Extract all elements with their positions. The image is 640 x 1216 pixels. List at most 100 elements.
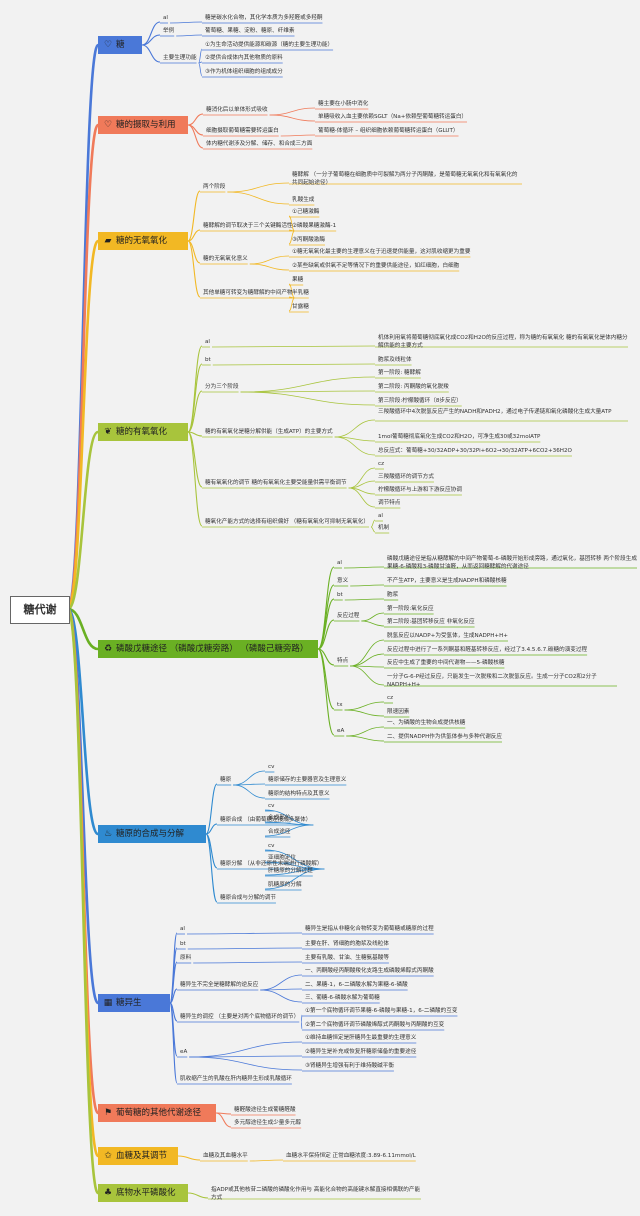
subtopic-node[interactable]: ③作为机体组织细胞的组成成分 — [205, 69, 283, 75]
subtopic-node[interactable]: 二、提供NADPH作为供氢体参与多种代谢反应 — [387, 734, 502, 740]
topic-node[interactable]: 糖醛酸途径生成葡糖醛酸 — [234, 1107, 296, 1113]
subtopic-node[interactable]: 第一阶段: 糖酵解 — [378, 370, 421, 376]
topic-node[interactable]: al — [163, 15, 168, 21]
topic-node[interactable]: bt — [337, 592, 343, 598]
topic-node[interactable]: 其他单糖可转变为糖酵解的中间产物 — [203, 290, 293, 296]
topic-node[interactable]: 指ADP或其他核苷二磷酸的磷酸化作用与 高能化合物的高能键水解直接相偶联的产能方… — [211, 1187, 421, 1201]
topic-node[interactable]: bt — [205, 357, 211, 363]
subtopic-node[interactable]: 一分子G-6-P经过反应，只能发生一次脱羧和二次脱氢反应。生成一分子CO2和2分… — [387, 674, 597, 688]
topic-node[interactable]: al — [205, 339, 210, 345]
subtopic-node[interactable]: 糖酵解 （一分子葡萄糖在细胞质中可裂解为两分子丙酮酸，是葡萄糖无氧氧化和有氧氧化… — [292, 172, 518, 186]
subtopic-node[interactable]: ①维持血糖恒定是肝糖异生最重要的生理意义 — [305, 1035, 417, 1041]
subtopic-node[interactable]: 三、葡糖-6-磷酸水解为葡萄糖 — [305, 995, 380, 1001]
subtopic-node[interactable]: ②磷酸果糖激酶-1 — [292, 223, 337, 229]
subtopic-node[interactable]: 机体利用氧将葡萄糖彻底氧化成CO2和H2O的反应过程，称为糖的有氧氧化 糖的有氧… — [378, 335, 628, 349]
subtopic-node[interactable]: ①第一个底物循环调节果糖-6-磷酸与果糖-1，6-二磷酸的互变 — [305, 1008, 458, 1014]
topic-node[interactable]: 意义 — [337, 578, 349, 584]
subtopic-node[interactable]: cz — [387, 695, 394, 701]
topic-node[interactable]: 分为三个阶段 — [205, 384, 239, 390]
topic-node[interactable]: 两个阶段 — [203, 184, 226, 190]
topic-node[interactable]: bt — [180, 941, 186, 947]
subtopic-node[interactable]: 柠檬酸循环与上游和下游反应协调 — [378, 487, 462, 493]
subtopic-node[interactable]: 半乳糖 — [292, 290, 309, 296]
subtopic-node[interactable]: 葡萄糖-体循环 – 组织细胞依赖葡萄糖转运蛋白（GLUT） — [318, 128, 459, 134]
topic-node[interactable]: 糖氧化产能方式的选择有组织偏好 （糖有氧氧化可抑制无氧氧化） — [205, 519, 369, 525]
branch-5[interactable]: ♻磷酸戊糖途径 （磷酸戊糖旁路） （磷酸己糖旁路） — [98, 640, 318, 658]
subtopic-node[interactable]: 机制 — [378, 525, 390, 531]
topic-node[interactable]: 糖酵解的调节取决于三个关键酶活性 — [203, 223, 293, 229]
subtopic-node[interactable]: 第一阶段:氧化反应 — [387, 606, 434, 612]
subtopic-node[interactable]: 糖原的结构特点及其意义 — [268, 791, 330, 797]
topic-node[interactable]: 糖原合成 （由葡萄糖连接成多聚体） — [220, 817, 312, 823]
subtopic-node[interactable]: 肝糖原的分解过程 — [268, 868, 313, 874]
subtopic-node[interactable]: 限速因素 — [387, 709, 410, 715]
subtopic-node[interactable]: 主要在肝、肾细胞的胞浆及线粒体 — [305, 941, 389, 947]
subtopic-node[interactable]: ②糖异生是补充或恢复肝糖原储备的重要途径 — [305, 1049, 417, 1055]
subtopic-node[interactable]: ③肾糖异生增强有利于维持酸碱平衡 — [305, 1063, 394, 1069]
subtopic-node[interactable]: 脱氢反应以NADP+为受氢体，生成NADPH+H+ — [387, 633, 508, 639]
topic-node[interactable]: 细胞摄取葡萄糖需要转运蛋白 — [206, 128, 279, 134]
subtopic-node[interactable]: 总反应式：葡萄糖+30/32ADP+30/32Pi+6O2→30/32ATP+6… — [378, 448, 572, 454]
root-node[interactable]: 糖代谢 — [10, 596, 70, 624]
subtopic-node[interactable]: 不产生ATP，主要意义是生成NADPH和磷酸核糖 — [387, 578, 507, 584]
topic-node[interactable]: al — [180, 926, 185, 932]
topic-node[interactable]: 体内糖代谢涉及分解、储存、和合成三方面 — [206, 141, 313, 147]
subtopic-node[interactable]: 胞浆及线粒体 — [378, 357, 412, 363]
subtopic-node[interactable]: 肌糖原的分解 — [268, 882, 302, 888]
subtopic-node[interactable]: cz — [378, 461, 385, 467]
topic-node[interactable]: 举例 — [163, 28, 175, 34]
subtopic-node[interactable]: 第二阶段: 丙酮酸的氧化脱羧 — [378, 384, 449, 390]
subtopic-node[interactable]: 胞浆 — [387, 592, 399, 598]
topic-node[interactable]: 特点 — [337, 658, 349, 664]
branch-9[interactable]: ✩血糖及其调节 — [98, 1147, 178, 1165]
subtopic-node[interactable]: 甘露糖 — [292, 304, 309, 310]
subtopic-node[interactable]: 第三阶段:柠檬酸循环（8步反应） — [378, 398, 462, 404]
branch-8[interactable]: ⚑葡萄糖的其他代谢途径 — [98, 1104, 216, 1122]
subtopic-node[interactable]: 主要有乳酸、甘油、生糖氨基酸等 — [305, 955, 389, 961]
subtopic-node[interactable]: 糖主要在小肠中消化 — [318, 101, 369, 107]
topic-node[interactable]: 糖有氧氧化的调节 糖的有氧氧化主要受能量供需平衡调节 — [205, 480, 347, 486]
subtopic-node[interactable]: ①为生命活动提供能源和碳源（糖的主要生理功能） — [205, 42, 334, 48]
subtopic-node[interactable]: cv — [268, 764, 275, 770]
subtopic-node[interactable]: 糖异生是指从非糖化合物转变为葡萄糖或糖原的过程 — [305, 926, 434, 932]
subtopic-node[interactable]: ①糖无氧氧化最主要的生理意义在于迅速提供能量，这对肌收缩更为重要 — [292, 249, 471, 255]
topic-node[interactable]: 多元醇途径生成少量多元醇 — [234, 1120, 302, 1126]
topic-node[interactable]: eA — [180, 1049, 188, 1055]
subtopic-node[interactable]: 反应中生成了重要的中间代谢物——5-磷酸核糖 — [387, 660, 505, 666]
subtopic-node[interactable]: 糖原储存的主要器官及生理意义 — [268, 777, 347, 783]
topic-node[interactable]: 糖原 — [220, 777, 232, 783]
topic-node[interactable]: 肌收缩产生的乳酸在肝内糖异生形成乳酸循环 — [180, 1076, 292, 1082]
branch-1[interactable]: ♡糖 — [98, 36, 142, 54]
branch-2[interactable]: ♡糖的摄取与利用 — [98, 116, 188, 134]
subtopic-node[interactable]: 1mol葡萄糖彻底氧化生成CO2和H2O，可净生成30或32molATP — [378, 434, 541, 440]
topic-node[interactable]: 主要生理功能 — [163, 55, 197, 61]
branch-7[interactable]: ▦糖异生 — [98, 994, 170, 1012]
topic-node[interactable]: 反应过程 — [337, 613, 360, 619]
topic-node[interactable]: 糖的无氧氧化意义 — [203, 256, 248, 262]
subtopic-node[interactable]: 二、果糖-1，6-二磷酸水解为果糖-6-磷酸 — [305, 982, 408, 988]
topic-node[interactable]: 糖的有氧氧化是糖分解供能（生成ATP）的主要方式 — [205, 429, 333, 435]
subtopic-node[interactable]: 一、丙酮酸经丙酮酸羧化支路生成磷酸烯醇式丙酮酸 — [305, 968, 434, 974]
subtopic-node[interactable]: 三羧酸循环的调节方式 — [378, 474, 434, 480]
subtopic-node[interactable]: 一、为磷酸的生物合成提供核糖 — [387, 720, 466, 726]
subtopic-node[interactable]: 葡萄糖、果糖、淀粉、糖原、纤维素 — [205, 28, 295, 34]
topic-node[interactable]: eA — [337, 728, 345, 734]
subtopic-node[interactable]: 三羧酸循环中4次脱氢反应产生的NADH和FADH2，通过电子传递链和氧化磷酸化生… — [378, 409, 612, 415]
subtopic-node[interactable]: cv — [268, 803, 275, 809]
subtopic-node[interactable]: 磷酸戊糖途径是指从糖酵解的中间产物葡萄-6-磷酸开始形成旁路，通过氧化，基团转移… — [387, 556, 637, 570]
subtopic-node[interactable]: 合成部位 — [268, 815, 291, 821]
subtopic-node[interactable]: 果糖 — [292, 277, 304, 283]
subtopic-node[interactable]: 合成途径 — [268, 829, 291, 835]
subtopic-node[interactable]: al — [378, 513, 383, 519]
subtopic-node[interactable]: 血糖水平保持恒定 正常血糖浓度:3.89-6.11mmol/L — [286, 1153, 416, 1159]
subtopic-node[interactable]: 乳酸生成 — [292, 197, 315, 203]
subtopic-node[interactable]: ②提供合成体内其他物质的原料 — [205, 55, 283, 61]
topic-node[interactable]: 糖异生的调控 （主要是对两个底物循环的调节） — [180, 1014, 300, 1020]
topic-node[interactable]: 糖消化后以单体形式吸收 — [206, 107, 268, 113]
topic-node[interactable]: 糖异生不完全是糖酵解的逆反应 — [180, 982, 259, 988]
topic-node[interactable]: 糖原合成与分解的调节 — [220, 895, 276, 901]
subtopic-node[interactable]: 糖是碳水化合物，其化学本质为多羟醛或多羟酮 — [205, 15, 323, 21]
topic-node[interactable]: tx — [337, 702, 343, 708]
branch-6[interactable]: ♨糖原的合成与分解 — [98, 825, 206, 843]
branch-10[interactable]: ♣底物水平磷酸化 — [98, 1184, 188, 1202]
